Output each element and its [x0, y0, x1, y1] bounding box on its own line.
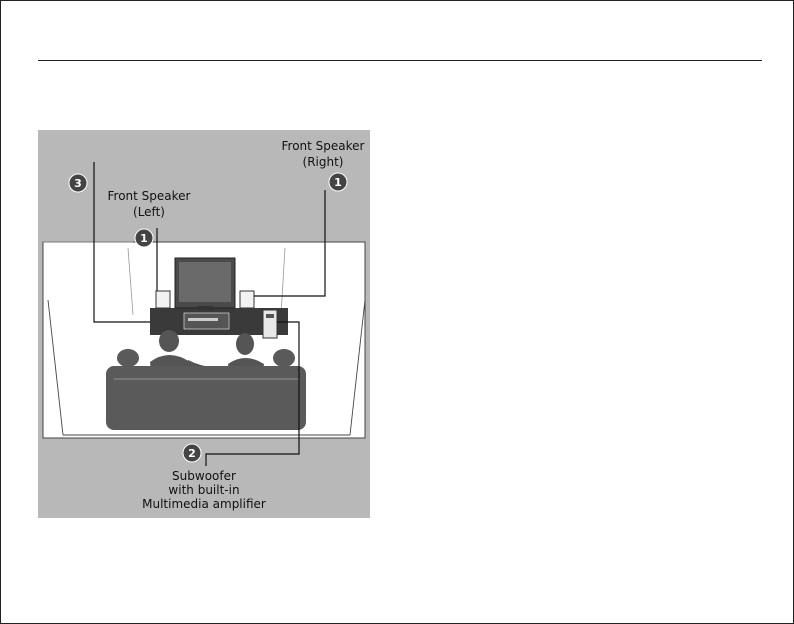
leader-lines: [93, 162, 326, 466]
front-speaker-left-label-line1: Front Speaker: [108, 189, 191, 203]
header-rule: [38, 60, 762, 61]
couch: [106, 349, 306, 430]
subwoofer-label-line1: Subwoofer: [172, 469, 236, 483]
speaker-placement-diagram: 3 1 Front Speaker (Left) 1 Front Speaker…: [38, 130, 370, 518]
subwoofer-grille: [266, 314, 274, 318]
callout-badge-3: 3: [68, 173, 88, 193]
diagram-canvas: 3 1 Front Speaker (Left) 1 Front Speaker…: [38, 130, 370, 518]
svg-text:2: 2: [188, 447, 196, 460]
front-speaker-left-label-line2: (Left): [133, 205, 165, 219]
subwoofer-label-line3: Multimedia amplifier: [142, 497, 266, 511]
callout-badge-1-right: 1: [328, 172, 348, 192]
couch-seam: [114, 378, 298, 380]
front-speaker-left-unit: [155, 290, 171, 309]
dvd-slot: [188, 318, 218, 321]
front-speaker-right-label-line1: Front Speaker: [282, 139, 365, 153]
svg-text:1: 1: [140, 232, 148, 245]
front-speaker-right-label-line2: (Right): [303, 155, 344, 169]
svg-text:3: 3: [74, 177, 82, 190]
callout-badge-2: 2: [182, 443, 202, 463]
front-speaker-right-unit: [239, 290, 255, 309]
callout-badge-1-left: 1: [134, 228, 154, 248]
svg-text:1: 1: [334, 176, 342, 189]
subwoofer-label-line2: with built-in: [168, 483, 239, 497]
television: [174, 257, 236, 310]
